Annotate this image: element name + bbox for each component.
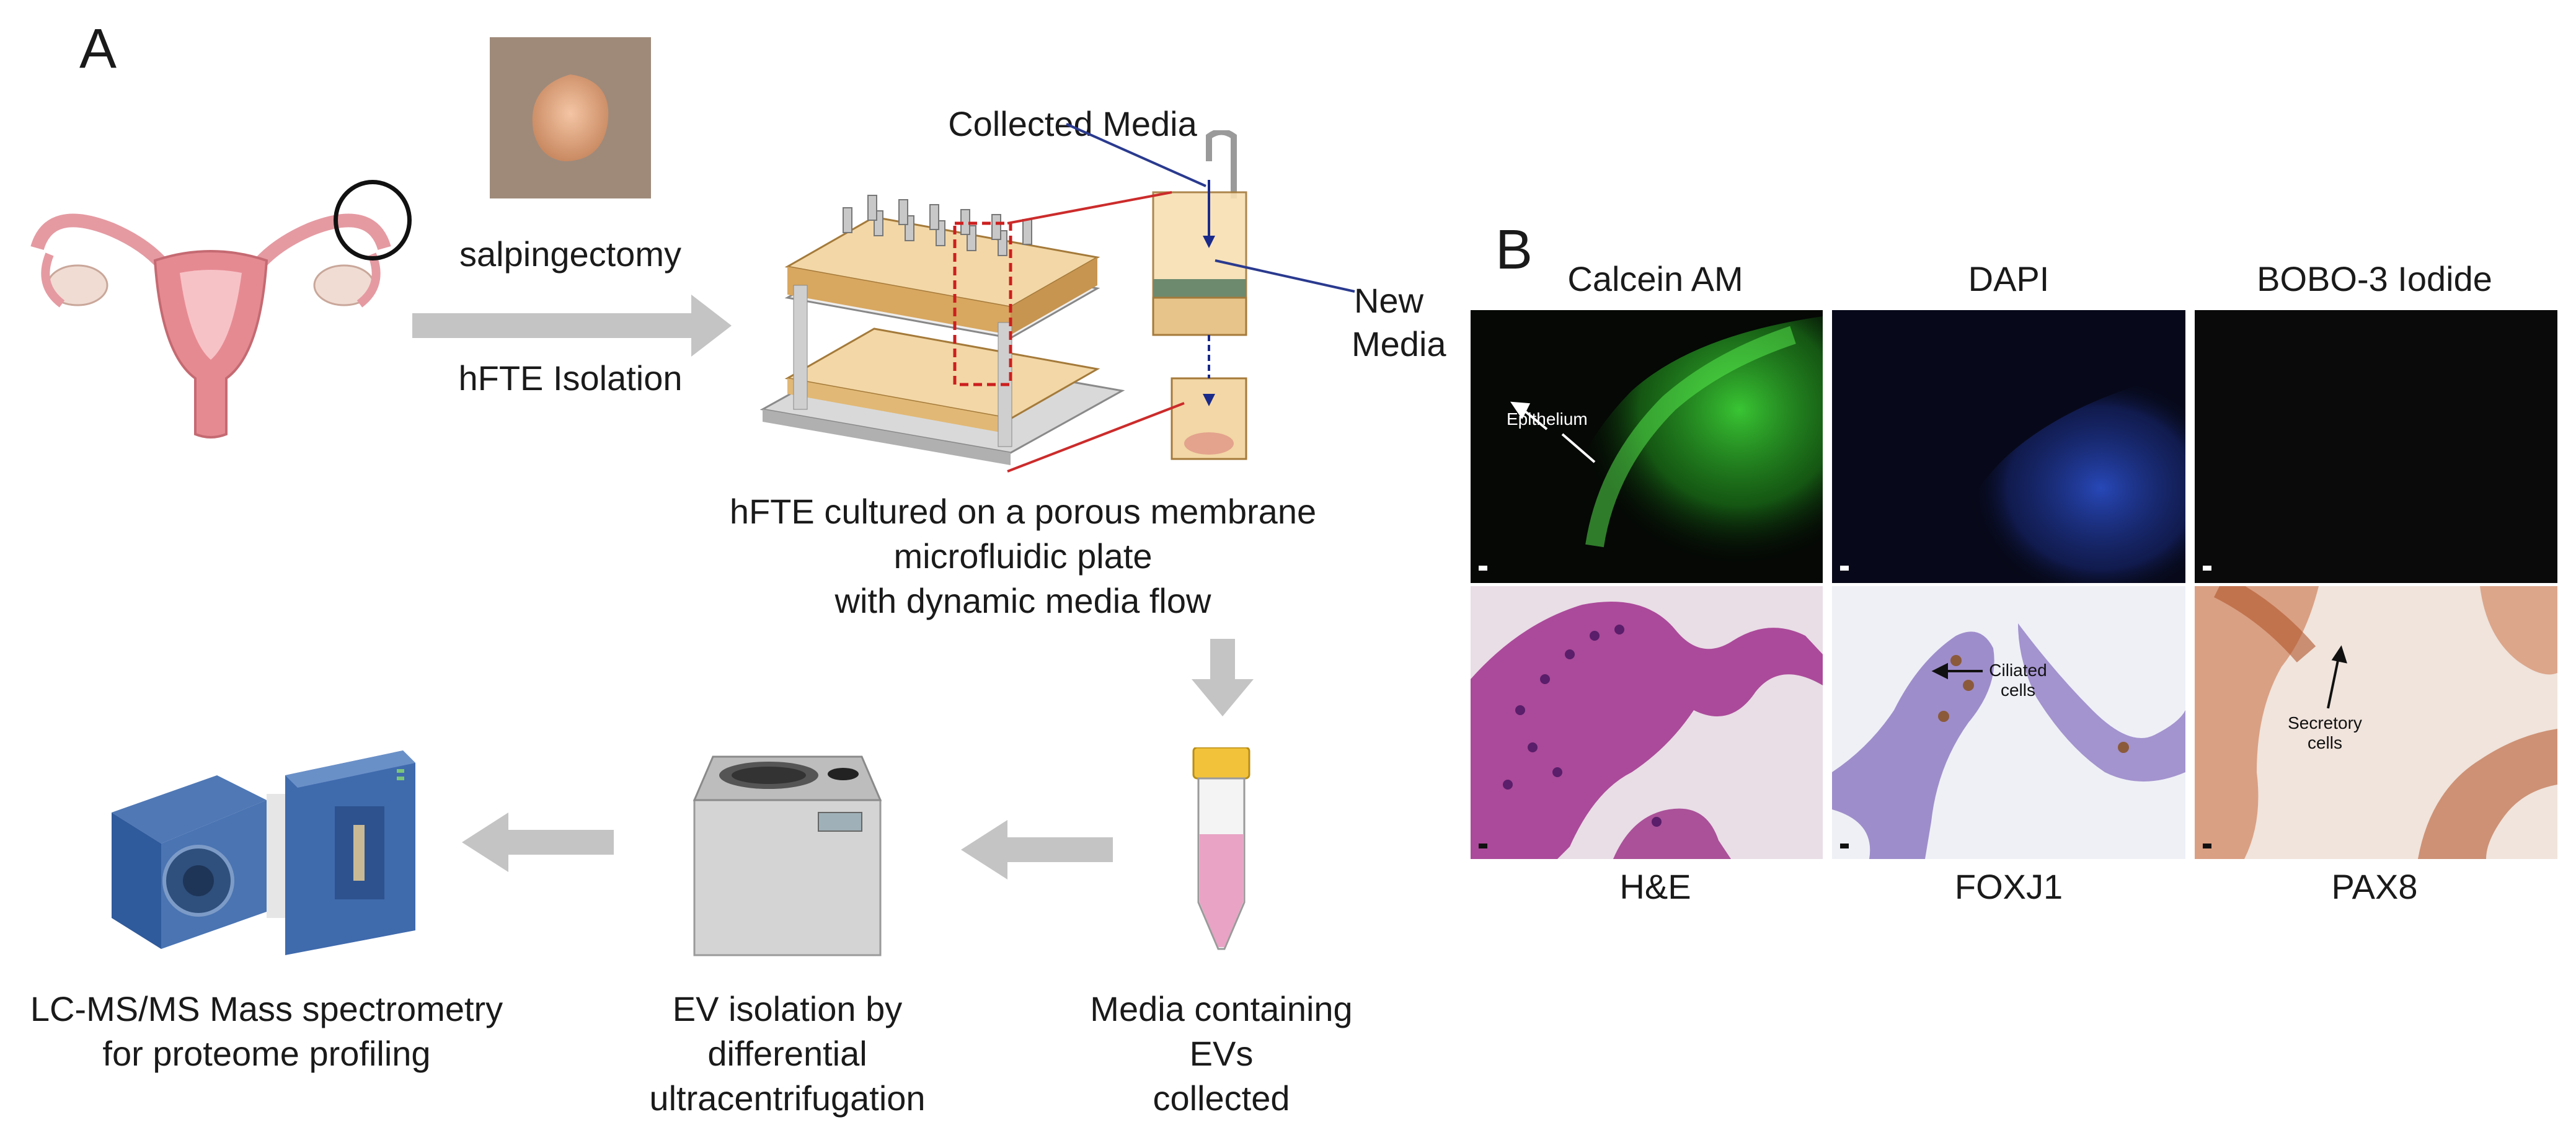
scale-bar [1840, 844, 1849, 848]
ev-label-line3: ultracentrifugation [649, 1079, 926, 1118]
col-label-pax8: PAX8 [2331, 867, 2418, 906]
calcein-am-image [1471, 310, 1823, 583]
col-label-he: H&E [1619, 867, 1691, 906]
panel-b-label: B [1495, 219, 1533, 281]
col-label-bobo3: BOBO-3 Iodide [2257, 259, 2492, 298]
collected-media-label: Collected Media [948, 104, 1197, 143]
foxj1-stain-image [1832, 586, 2185, 859]
ms-label-line1: LC-MS/MS Mass spectrometry [30, 989, 503, 1028]
col-label-dapi: DAPI [1968, 259, 2050, 298]
tube-label-line3: collected [1153, 1079, 1290, 1118]
secretory-cells-annotation-line2: cells [2307, 733, 2342, 752]
arrow-to-centrifuge [961, 820, 1113, 879]
secretory-cells-annotation-line1: Secretory [2288, 713, 2362, 732]
arrow-down-to-tube [1192, 639, 1254, 716]
col-label-foxj1: FOXJ1 [1954, 867, 2063, 906]
ciliated-cells-annotation-line1: Ciliated [1989, 661, 2047, 680]
col-label-calcein: Calcein AM [1567, 259, 1743, 298]
conical-tube-illustration [1187, 747, 1255, 952]
uterus-illustration [12, 174, 409, 447]
mass-spectrometer-illustration [105, 738, 422, 968]
culture-label-line1: hFTE cultured on a porous membrane [729, 492, 1317, 531]
tissue-photo [490, 37, 651, 198]
panel-a-label: A [79, 18, 117, 80]
microfluidic-plate-illustration [750, 143, 1135, 465]
ev-label-line1: EV isolation by [672, 989, 903, 1028]
scale-bar [2203, 566, 2211, 571]
ev-label-line2: differential [707, 1034, 867, 1073]
single-well-blowup [1141, 130, 1265, 478]
bobo3-image [2195, 310, 2557, 583]
salpingectomy-label: salpingectomy [459, 234, 681, 274]
scale-bar [1479, 566, 1487, 571]
tube-label-line1: Media containing [1090, 989, 1353, 1028]
scale-bar [2203, 844, 2211, 848]
tube-label-line2: EVs [1189, 1034, 1254, 1073]
ms-label-line2: for proteome profiling [102, 1034, 431, 1073]
pax8-stain-image [2195, 586, 2557, 859]
culture-label-line2: microfluidic plate [893, 537, 1153, 576]
new-media-label-line1: New [1353, 281, 1424, 320]
arrow-to-ms [462, 813, 614, 872]
hfte-isolation-label: hFTE Isolation [458, 358, 683, 398]
tube-highlight-circle [334, 180, 412, 260]
ciliated-cells-annotation-line2: cells [2000, 680, 2035, 700]
scale-bar [1840, 566, 1849, 571]
dapi-image [1832, 310, 2185, 583]
arrow-isolation [412, 295, 732, 357]
scale-bar [1479, 844, 1487, 848]
culture-label-line3: with dynamic media flow [834, 581, 1211, 620]
he-stain-image [1471, 586, 1823, 859]
ultracentrifuge-illustration [676, 744, 899, 968]
